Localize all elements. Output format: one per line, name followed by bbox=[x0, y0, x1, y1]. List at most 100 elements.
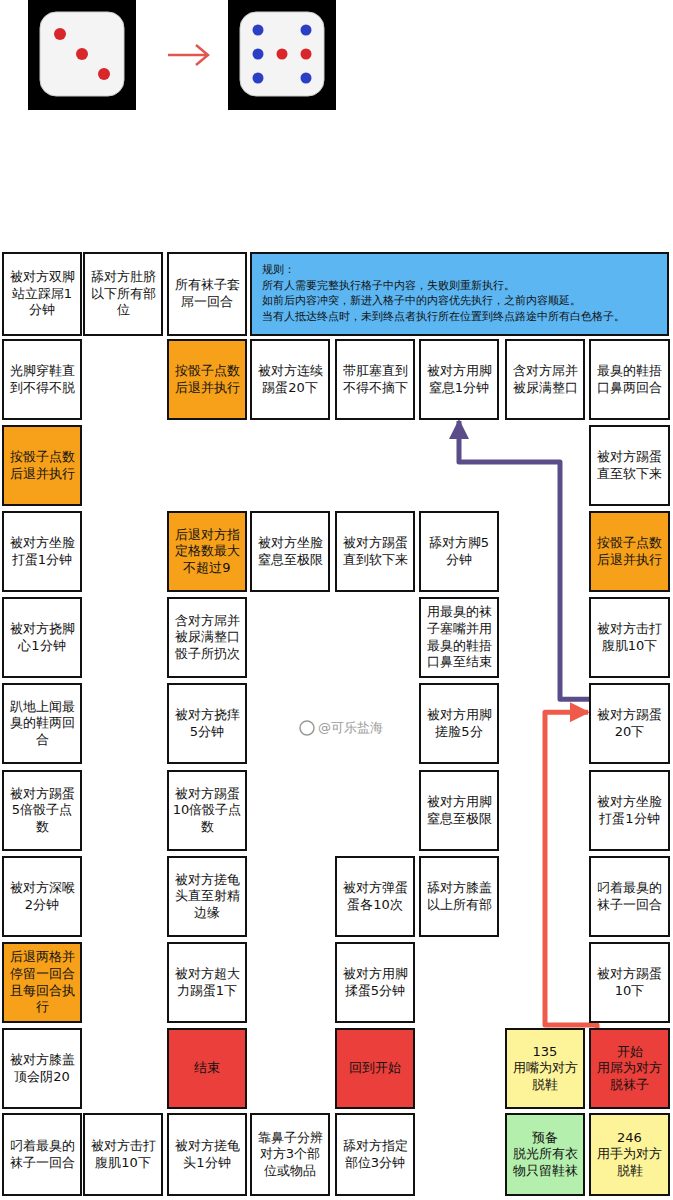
board-square: 靠鼻子分辨对方3个部位或物品 bbox=[250, 1113, 330, 1196]
square-text: 被对方踢蛋10倍骰子点数 bbox=[172, 786, 242, 836]
square-text: 246 bbox=[617, 1130, 642, 1147]
square-text: 被对方踢蛋5倍骰子点数 bbox=[7, 786, 77, 836]
board-square: 被对方踢蛋10下 bbox=[589, 942, 670, 1023]
die-face bbox=[240, 12, 324, 96]
die-dot bbox=[301, 25, 312, 36]
square-text: 被对方挠痒5分钟 bbox=[172, 707, 242, 740]
board-square: 被对方超大力踢蛋1下 bbox=[167, 942, 247, 1023]
board-square: 所有袜子套屌一回合 bbox=[167, 252, 247, 336]
die-dot bbox=[277, 49, 288, 60]
square-text: 被对方挠脚心1分钟 bbox=[7, 621, 77, 654]
board-square: 用最臭的袜子塞嘴并用最臭的鞋捂口鼻至结束 bbox=[419, 597, 499, 678]
board-square: 被对方踢蛋直到软下来 bbox=[335, 511, 415, 592]
board-square: 被对方用脚搓脸5分 bbox=[419, 683, 499, 764]
square-text: 舔对方膝盖以上所有部 bbox=[424, 880, 494, 913]
square-text: 用手为对方脱鞋 bbox=[594, 1146, 665, 1179]
board-square: 被对方坐脸打蛋1分钟 bbox=[2, 511, 82, 592]
square-text: 后退对方指定格数最大不超过9 bbox=[172, 527, 242, 577]
die-dot bbox=[301, 49, 312, 60]
board-square: 叼着最臭的袜子一回合 bbox=[589, 856, 670, 937]
square-text: 被对方踢蛋直到软下来 bbox=[340, 535, 410, 568]
square-text: 光脚穿鞋直到不得不脱 bbox=[7, 363, 77, 396]
watermark: @可乐盐海 bbox=[318, 719, 383, 737]
square-text: 结束 bbox=[194, 1060, 220, 1077]
square-text: 舔对方脚5分钟 bbox=[424, 535, 494, 568]
board-square: 含对方屌并被尿满整口 bbox=[505, 339, 585, 420]
square-text: 被对方连续踢蛋20下 bbox=[255, 363, 325, 396]
board-square: 被对方连续踢蛋20下 bbox=[250, 339, 330, 420]
board-square: 预备脱光所有衣物只留鞋袜 bbox=[505, 1113, 585, 1196]
square-text: 预备 bbox=[532, 1130, 558, 1147]
square-text: 被对方用脚揉蛋5分钟 bbox=[340, 966, 410, 999]
change-arrow bbox=[168, 45, 208, 65]
board-square: 被对方用脚揉蛋5分钟 bbox=[335, 942, 415, 1023]
square-text: 按骰子点数后退并执行 bbox=[172, 363, 242, 396]
square-text: 被对方搓龟头1分钟 bbox=[172, 1138, 242, 1171]
board-square: 被对方踢蛋10倍骰子点数 bbox=[167, 770, 247, 851]
board-square: 246用手为对方脱鞋 bbox=[589, 1113, 670, 1196]
board-square: 被对方用脚窒息1分钟 bbox=[419, 339, 499, 420]
board-square: 被对方击打腹肌10下 bbox=[589, 597, 670, 678]
rules-line: 所有人需要完整执行格子中内容，失败则重新执行。 bbox=[262, 278, 515, 294]
square-text: 用屌为对方脱袜子 bbox=[594, 1060, 665, 1093]
square-text: 含对方屌并被尿满整口骰子所扔次 bbox=[172, 613, 242, 663]
rules-panel: 规则：所有人需要完整执行格子中内容，失败则重新执行。如前后内容冲突，新进入格子中… bbox=[250, 252, 669, 336]
board-square: 结束 bbox=[167, 1028, 247, 1109]
board-square: 被对方挠脚心1分钟 bbox=[2, 597, 82, 678]
square-text: 舔对方指定部位3分钟 bbox=[340, 1138, 410, 1171]
board-square: 被对方双脚站立踩屌1分钟 bbox=[2, 252, 82, 336]
square-text: 带肛塞直到不得不摘下 bbox=[340, 363, 410, 396]
square-text: 被对方用脚窒息至极限 bbox=[424, 794, 494, 827]
square-text: 脱光所有衣物只留鞋袜 bbox=[510, 1146, 580, 1179]
board-square: 舔对方膝盖以上所有部 bbox=[419, 856, 499, 937]
square-text: 被对方用脚搓脸5分 bbox=[424, 707, 494, 740]
board-square: 开始用屌为对方脱袜子 bbox=[589, 1028, 670, 1109]
board-square: 被对方踢蛋直至软下来 bbox=[589, 425, 670, 506]
square-text: 被对方踢蛋10下 bbox=[594, 966, 665, 999]
square-text: 被对方超大力踢蛋1下 bbox=[172, 966, 242, 999]
board-square: 后退对方指定格数最大不超过9 bbox=[167, 511, 247, 592]
square-text: 被对方坐脸打蛋1分钟 bbox=[594, 794, 665, 827]
dice-ground bbox=[28, 0, 136, 110]
board-square: 按骰子点数后退并执行 bbox=[167, 339, 247, 420]
board-square: 光脚穿鞋直到不得不脱 bbox=[2, 339, 82, 420]
board-square: 被对方踢蛋20下 bbox=[589, 683, 670, 764]
square-text: 按骰子点数后退并执行 bbox=[594, 535, 665, 568]
board-square: 135用嘴为对方脱鞋 bbox=[505, 1028, 585, 1109]
square-text: 被对方击打腹肌10下 bbox=[594, 621, 665, 654]
square-text: 叼着最臭的袜子一回合 bbox=[594, 880, 665, 913]
rules-line: 当有人抵达终点时，未到终点者执行所在位置到终点路途中所有白色格子。 bbox=[262, 309, 625, 325]
board-square: 被对方用脚窒息至极限 bbox=[419, 770, 499, 851]
board-square: 叼着最臭的袜子一回合 bbox=[2, 1113, 82, 1196]
die-dot bbox=[54, 28, 66, 40]
rules-line: 如前后内容冲突，新进入格子中的内容优先执行，之前内容顺延。 bbox=[262, 293, 581, 309]
square-text: 后退两格并停留一回合且每回合执行 bbox=[7, 949, 77, 1016]
board-square: 被对方搓龟头1分钟 bbox=[167, 1113, 247, 1196]
board-square: 含对方屌并被尿满整口骰子所扔次 bbox=[167, 597, 247, 678]
die-dot bbox=[98, 68, 110, 80]
die-dot bbox=[76, 48, 88, 60]
board-square: 被对方坐脸窒息至极限 bbox=[250, 511, 330, 592]
board-square: 回到开始 bbox=[335, 1028, 415, 1109]
square-text: 被对方搓龟头直至射精边缘 bbox=[172, 872, 242, 922]
square-text: 被对方深喉2分钟 bbox=[7, 880, 77, 913]
die-dot bbox=[301, 73, 312, 84]
square-text: 回到开始 bbox=[349, 1060, 401, 1077]
board-square: 趴地上闻最臭的鞋两回合 bbox=[2, 683, 82, 764]
die-face bbox=[40, 12, 124, 96]
board-square: 被对方膝盖顶会阴20 bbox=[2, 1028, 82, 1109]
square-text: 135 bbox=[533, 1044, 558, 1061]
board-square: 被对方击打腹肌10下 bbox=[83, 1113, 163, 1196]
square-text: 最臭的鞋捂口鼻两回合 bbox=[594, 363, 665, 396]
die-dot bbox=[253, 25, 264, 36]
board-square: 被对方深喉2分钟 bbox=[2, 856, 82, 937]
board-square: 舔对方脚5分钟 bbox=[419, 511, 499, 592]
board-square: 被对方弹蛋蛋各10次 bbox=[335, 856, 415, 937]
square-text: 用嘴为对方脱鞋 bbox=[510, 1060, 580, 1093]
square-text: 被对方踢蛋直至软下来 bbox=[594, 449, 665, 482]
square-text: 被对方弹蛋蛋各10次 bbox=[340, 880, 410, 913]
board-square: 被对方坐脸打蛋1分钟 bbox=[589, 770, 670, 851]
board-square: 被对方踢蛋5倍骰子点数 bbox=[2, 770, 82, 851]
square-text: 按骰子点数后退并执行 bbox=[7, 449, 77, 482]
